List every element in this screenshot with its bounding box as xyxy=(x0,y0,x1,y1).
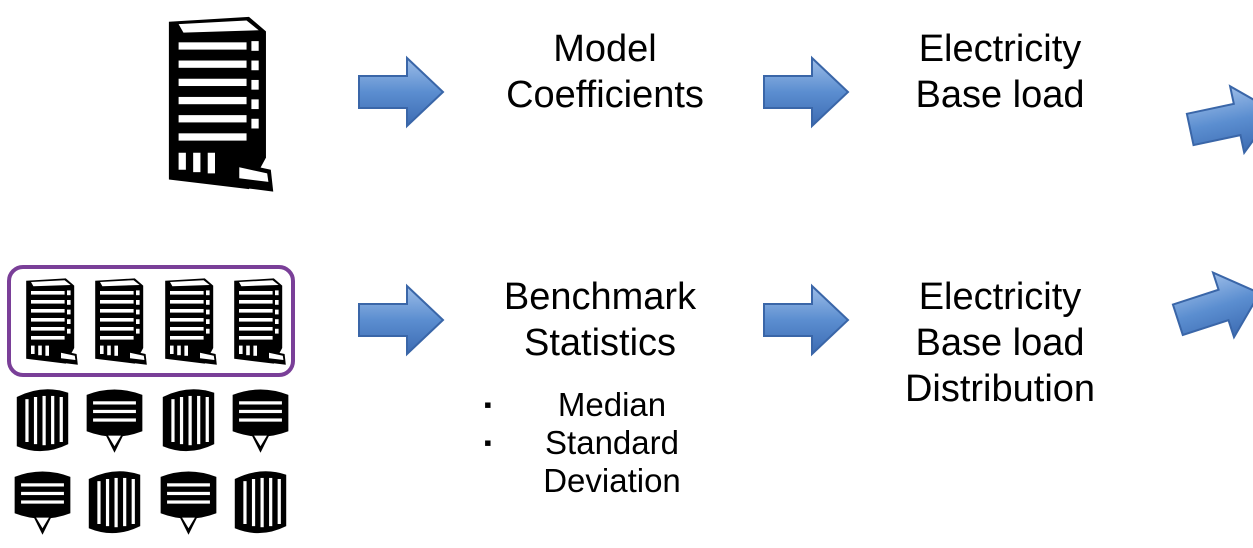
benchmark-buildings xyxy=(18,276,288,368)
building-icon xyxy=(10,382,75,457)
office-building-icon xyxy=(18,276,80,366)
right-arrow-icon xyxy=(763,283,850,357)
model-coefficients-label: Model Coefficients xyxy=(506,28,704,116)
electricity-base-load-label: Electricity Base load xyxy=(915,28,1085,116)
building-icon xyxy=(10,464,75,539)
bullet-marker: ▪ xyxy=(484,392,492,417)
building-icon xyxy=(228,464,293,539)
right-arrow-icon xyxy=(358,283,445,357)
statistics-bullet-list: ▪ Median ▪ Standard Deviation xyxy=(484,386,744,500)
benchmark-statistics-label: Benchmark Statistics xyxy=(503,276,697,364)
office-building-icon xyxy=(150,12,280,194)
right-arrow-icon xyxy=(763,55,850,129)
right-arrow-icon xyxy=(358,55,445,129)
building-icon xyxy=(228,382,293,457)
office-building-icon xyxy=(87,276,149,366)
right-arrow-icon xyxy=(1171,270,1253,340)
bullet-item-median: ▪ Median xyxy=(484,386,744,424)
bullet-item-standard-deviation: ▪ Standard Deviation xyxy=(484,424,744,500)
building-icon xyxy=(82,382,147,457)
building-icon xyxy=(82,464,147,539)
building-icon xyxy=(156,464,221,539)
electricity-distribution-label: Electricity Base load Distribution xyxy=(904,276,1096,410)
office-building-icon xyxy=(226,276,288,366)
benchmark-selection-box xyxy=(7,265,295,377)
other-buildings xyxy=(10,382,295,542)
office-building-icon xyxy=(157,276,219,366)
bullet-text: Median xyxy=(557,386,667,423)
building-icon xyxy=(156,382,221,457)
bullet-text: Standard Deviation xyxy=(543,424,681,499)
bullet-marker: ▪ xyxy=(484,430,492,455)
right-arrow-icon xyxy=(1185,84,1253,156)
